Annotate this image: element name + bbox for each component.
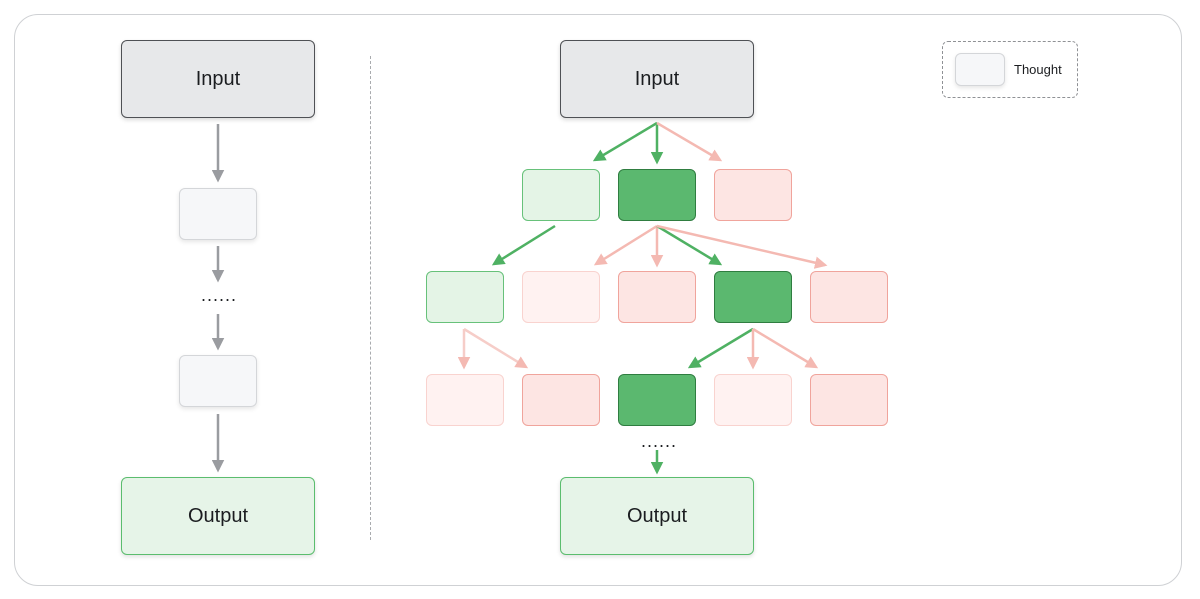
left-thought-node-1 xyxy=(179,188,257,240)
right-ellipsis: ...... xyxy=(641,431,678,451)
tree-arrow-l1b-to-l2e xyxy=(656,224,828,269)
right-output-label: Output xyxy=(626,504,688,527)
legend: Thought xyxy=(942,41,1078,98)
left-input-box: Input xyxy=(121,40,315,118)
tree-arrow-l2a-to-l3b xyxy=(463,327,529,369)
panel-divider xyxy=(370,56,371,540)
tree-l2-node-b-pruned xyxy=(522,271,600,323)
tree-l2-node-c-pruned xyxy=(618,271,696,323)
legend-thought-swatch xyxy=(955,53,1005,86)
tree-l1-node-a xyxy=(522,169,600,221)
left-output-label: Output xyxy=(187,504,249,527)
left-ellipsis: ...... xyxy=(201,285,238,305)
tree-l3-node-d-pruned xyxy=(714,374,792,426)
tree-arrow-input-to-l1c xyxy=(656,121,723,162)
tree-l2-node-e-pruned xyxy=(810,271,888,323)
tree-arrow-l2d-to-l3c xyxy=(687,327,754,369)
right-output-box: Output xyxy=(560,477,754,555)
tree-l3-node-e-pruned xyxy=(810,374,888,426)
right-input-box: Input xyxy=(560,40,754,118)
tree-arrow-input-to-l1a xyxy=(592,121,658,162)
right-input-label: Input xyxy=(634,67,680,90)
tree-l1-node-b-selected xyxy=(618,169,696,221)
left-thought-node-2 xyxy=(179,355,257,407)
tree-l2-node-d-selected xyxy=(714,271,792,323)
legend-thought-label: Thought xyxy=(1014,62,1062,77)
tree-l1-node-c-pruned xyxy=(714,169,792,221)
tree-arrow-l2d-to-l3e xyxy=(752,327,819,369)
tree-l3-node-a-pruned xyxy=(426,374,504,426)
tree-l3-node-c-selected xyxy=(618,374,696,426)
tree-l3-node-b-pruned xyxy=(522,374,600,426)
tree-arrow-l1a-to-l2a xyxy=(491,224,556,266)
left-input-label: Input xyxy=(195,67,241,90)
tree-l2-node-a xyxy=(426,271,504,323)
left-output-box: Output xyxy=(121,477,315,555)
tree-arrow-l1b-to-l2b xyxy=(593,224,658,266)
tree-arrow-l1b-to-l2d xyxy=(656,224,723,266)
